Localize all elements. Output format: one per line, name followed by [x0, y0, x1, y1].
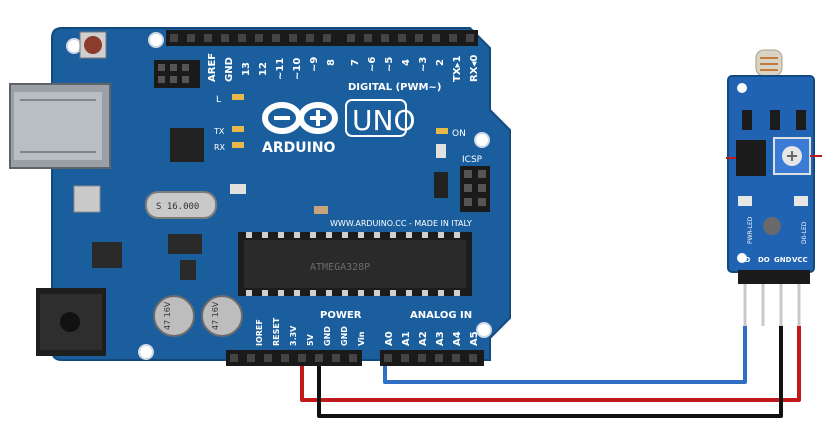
led-l-label: L — [216, 95, 221, 105]
d0-led-label: D0-LED — [801, 221, 808, 244]
pin-label-gnd2: GND — [340, 326, 349, 346]
wire-signal — [383, 326, 747, 384]
pin-label-a4: A4 — [452, 331, 463, 346]
pin-label-5: ~5 — [384, 57, 395, 72]
crystal — [145, 191, 217, 219]
pin-label-11: ~11 — [275, 58, 286, 80]
light-sensor-module: PWR-LED D0-LED AO DO GND VCC — [726, 49, 822, 326]
led-on-label: ON — [452, 129, 466, 139]
pwr-led-label: PWR-LED — [747, 216, 754, 244]
model-label: UNO — [352, 104, 415, 137]
pin-label-a5: A5 — [469, 331, 480, 346]
pin-label-rx: RX◂0 — [469, 55, 480, 82]
pin-label-9: ~9 — [309, 57, 320, 72]
pin-label-a3: A3 — [435, 331, 446, 346]
pin-label-2: 2 — [435, 59, 446, 66]
pin-label-gnd1: GND — [323, 326, 332, 346]
sensor-pin-gnd-label: GND — [774, 256, 792, 264]
pin-label-6: ~6 — [367, 57, 378, 72]
chip-label: ATMEGA328P — [310, 262, 370, 273]
digital-label: DIGITAL (PWM~) — [348, 82, 441, 93]
arduino-logo — [262, 102, 338, 134]
pin-label-vin: Vin — [357, 331, 366, 346]
pin-label-ioref: IOREF — [255, 319, 264, 346]
wire-ground — [317, 326, 783, 418]
url-label: WWW.ARDUINO.CC - MADE IN ITALY — [330, 219, 472, 228]
pin-label-5v: 5V — [306, 333, 315, 346]
pin-label-12: 12 — [258, 62, 269, 76]
analog-header-label: ANALOG IN — [410, 310, 472, 321]
sensor-pin-ao-label: AO — [739, 256, 750, 264]
arduino-board: AREF GND 13 12 ~11 ~10 ~9 8 7 ~6 ~5 4 ~3… — [9, 27, 511, 366]
cap1-label: 47 16V — [163, 301, 172, 330]
capacitor-2: 47 16V — [201, 295, 243, 337]
wires — [300, 326, 801, 418]
wire-power — [300, 326, 801, 402]
pin-label-4: 4 — [401, 59, 412, 66]
led-tx-label: TX — [213, 127, 225, 136]
pin-label-tx: TX▸1 — [452, 55, 463, 82]
pin-label-a0: A0 — [384, 331, 395, 346]
crystal-label: S 16.000 — [156, 202, 199, 212]
sensor-pin-vcc-label: VCC — [792, 256, 808, 264]
pin-label-10: ~10 — [292, 58, 303, 80]
pin-label-a2: A2 — [418, 331, 429, 346]
capacitor-1: 47 16V — [153, 295, 195, 337]
led-rx-label: RX — [214, 143, 226, 152]
cap2-label: 47 16V — [211, 301, 220, 330]
pin-label-13: 13 — [241, 62, 252, 76]
pin-label-7: 7 — [350, 59, 361, 66]
pin-label-a1: A1 — [401, 331, 412, 346]
icsp-label: ICSP — [462, 155, 483, 165]
pin-label-3v3: 3.3V — [289, 325, 298, 346]
pin-label-reset: RESET — [272, 317, 281, 346]
pin-label-aref: AREF — [207, 53, 218, 82]
power-header-label: POWER — [320, 310, 362, 321]
brand-label: ARDUINO — [262, 140, 336, 156]
pin-label-gnd: GND — [224, 57, 235, 82]
sensor-pin-do-label: DO — [758, 256, 770, 264]
pin-label-3: ~3 — [418, 57, 429, 72]
pin-label-8: 8 — [326, 59, 337, 66]
